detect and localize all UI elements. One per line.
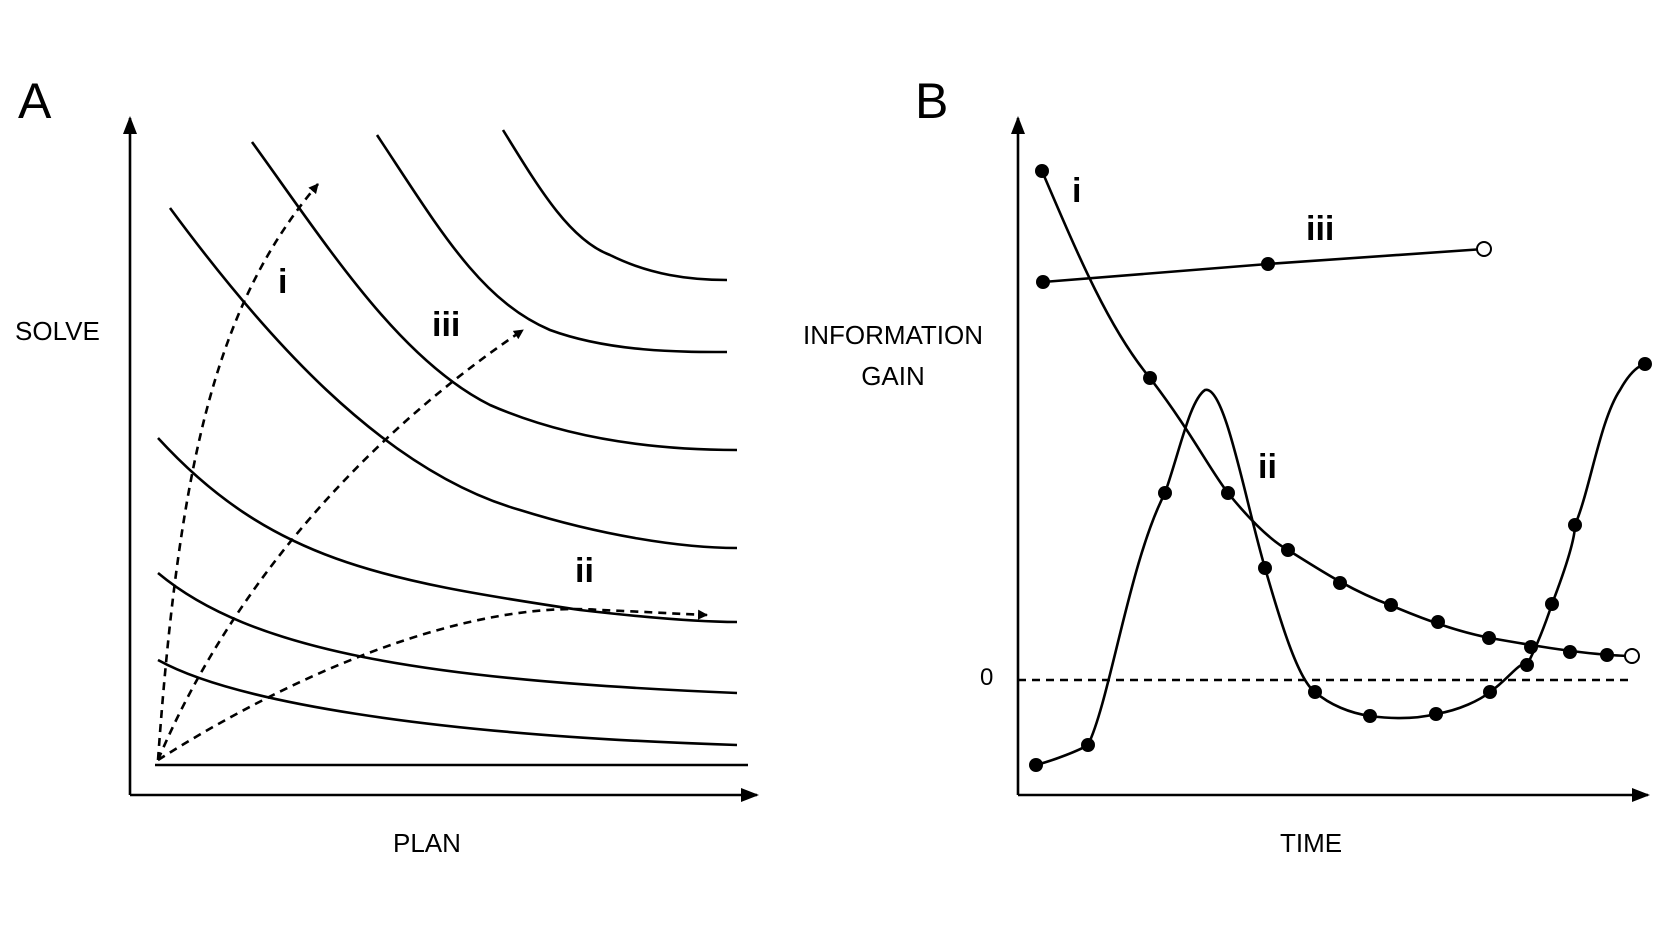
panel-b-series-ii-line (1035, 362, 1646, 767)
panel-b-series-ii-point (1545, 597, 1559, 611)
panel-b-series-i-point (1563, 645, 1577, 659)
panel-b-series-i-point (1384, 598, 1398, 612)
panel-b-y-axis-label-line1: INFORMATION (803, 320, 983, 350)
panel-b-series-i-points (1035, 164, 1640, 664)
panel-b-series-i-point (1431, 615, 1445, 629)
panel-a-curve-7 (501, 129, 728, 282)
panel-b-series-iii-point (1261, 257, 1275, 271)
panel-a-y-axis-label: SOLVE (15, 316, 100, 346)
panel-b-series-ii-point (1029, 758, 1043, 772)
panel-b-series-ii-point (1638, 357, 1652, 371)
panel-b-series-ii-point (1483, 685, 1497, 699)
panel-a-curve-2 (157, 572, 738, 695)
panel-b-series-i-point (1600, 648, 1614, 662)
panel-b: B INFORMATION GAIN TIME 0 (803, 73, 1652, 858)
panel-b-series-iii-end-point (1476, 241, 1492, 257)
panel-a-curve-4 (168, 207, 738, 550)
panel-a-label-iii: iii (432, 306, 460, 344)
panel-a-path-i (156, 183, 319, 761)
panel-b-series-ii-point (1258, 561, 1272, 575)
panel-b-series-ii-point (1158, 486, 1172, 500)
panel-b-y-axis-label-line2: GAIN (861, 361, 925, 391)
panel-b-series-i-point (1221, 486, 1235, 500)
panel-a-path-ii (157, 607, 708, 762)
panel-b-series-i-end-point (1624, 648, 1640, 664)
panel-b-x-axis-label: TIME (1280, 828, 1342, 858)
panel-b-series-i-point (1482, 631, 1496, 645)
panel-b-label: B (915, 73, 948, 129)
panel-b-series-ii-point (1429, 707, 1443, 721)
panel-b-series-ii-point (1308, 685, 1322, 699)
panel-b-series-i-point (1333, 576, 1347, 590)
panel-b-series-ii-points (1029, 357, 1652, 772)
panel-b-series-iii-point (1036, 275, 1050, 289)
panel-b-series-ii-point (1568, 518, 1582, 532)
panel-a-path-iii (156, 328, 524, 761)
panel-b-series-ii-point (1363, 709, 1377, 723)
panel-a-curve-3 (157, 437, 738, 624)
panel-a-curve-5 (250, 141, 738, 452)
panel-a-curve-6 (375, 134, 728, 354)
panel-b-series-i-point (1143, 371, 1157, 385)
panel-a-label-i: i (278, 263, 287, 301)
panel-b-label-i: i (1072, 172, 1081, 210)
panel-b-series-ii-point (1520, 658, 1534, 672)
panel-a-label-ii: ii (575, 552, 594, 590)
panel-a-label: A (18, 73, 52, 129)
panel-a: A SOLVE PLAN i iii ii (15, 73, 759, 858)
panel-a-x-axis-label: PLAN (393, 828, 461, 858)
panel-b-label-ii: ii (1258, 448, 1277, 486)
panel-b-zero-label: 0 (980, 664, 993, 691)
panel-b-series-i-point (1035, 164, 1049, 178)
panel-b-label-iii: iii (1306, 210, 1334, 248)
panel-b-series-ii-point (1081, 738, 1095, 752)
panel-b-series-i-point (1281, 543, 1295, 557)
panel-a-curve-1 (157, 658, 738, 747)
